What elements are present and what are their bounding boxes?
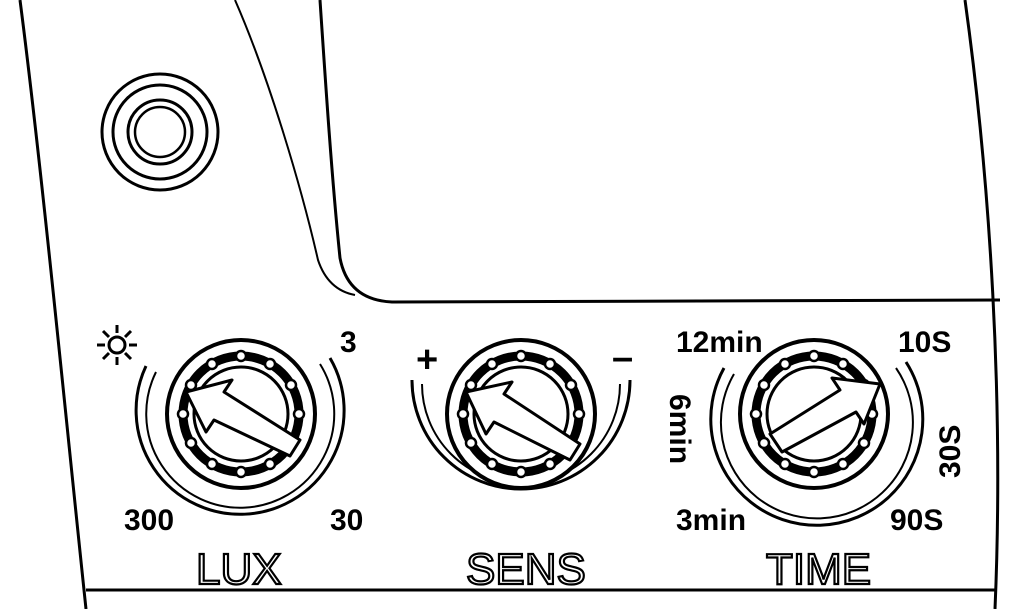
time-pointer-arrow: [768, 376, 882, 454]
lux-scale-min-label: 3: [340, 326, 357, 359]
time-label-6min: 6min: [663, 394, 696, 464]
lux-scale-arc-inner: [145, 363, 336, 509]
indicator-light: [100, 72, 220, 192]
lens-window-outline: [318, 0, 1001, 304]
housing-right-edge: [963, 0, 1000, 609]
housing-left-edge: [18, 0, 88, 609]
sens-pointer-arrow: [464, 380, 582, 462]
time-knob-title: TIME: [766, 545, 871, 594]
time-label-10s: 10S: [898, 326, 951, 359]
lux-knob-title: LUX: [196, 545, 282, 594]
time-label-30s: 30S: [934, 425, 967, 478]
sens-knob[interactable]: [410, 338, 632, 491]
lux-scale-max-label: 300: [124, 504, 174, 537]
lux-pointer-arrow: [184, 378, 302, 458]
time-scale-arc-outer: [709, 361, 925, 527]
lens-window-inner-line: [234, 0, 356, 296]
time-knob[interactable]: [709, 338, 925, 527]
sens-knob-title: SENS: [466, 545, 586, 594]
sun-icon: [97, 325, 137, 365]
time-label-3min: 3min: [676, 504, 746, 537]
time-label-90s: 90S: [890, 504, 943, 537]
time-scale-arc-inner: [719, 367, 914, 520]
lux-knob[interactable]: [134, 338, 346, 516]
sens-plus-label: +: [416, 339, 438, 381]
lux-scale-mid-label: 30: [330, 504, 363, 537]
sens-minus-label: –: [612, 337, 633, 379]
lux-scale-arc-outer: [134, 357, 346, 516]
time-label-12min: 12min: [676, 326, 763, 359]
